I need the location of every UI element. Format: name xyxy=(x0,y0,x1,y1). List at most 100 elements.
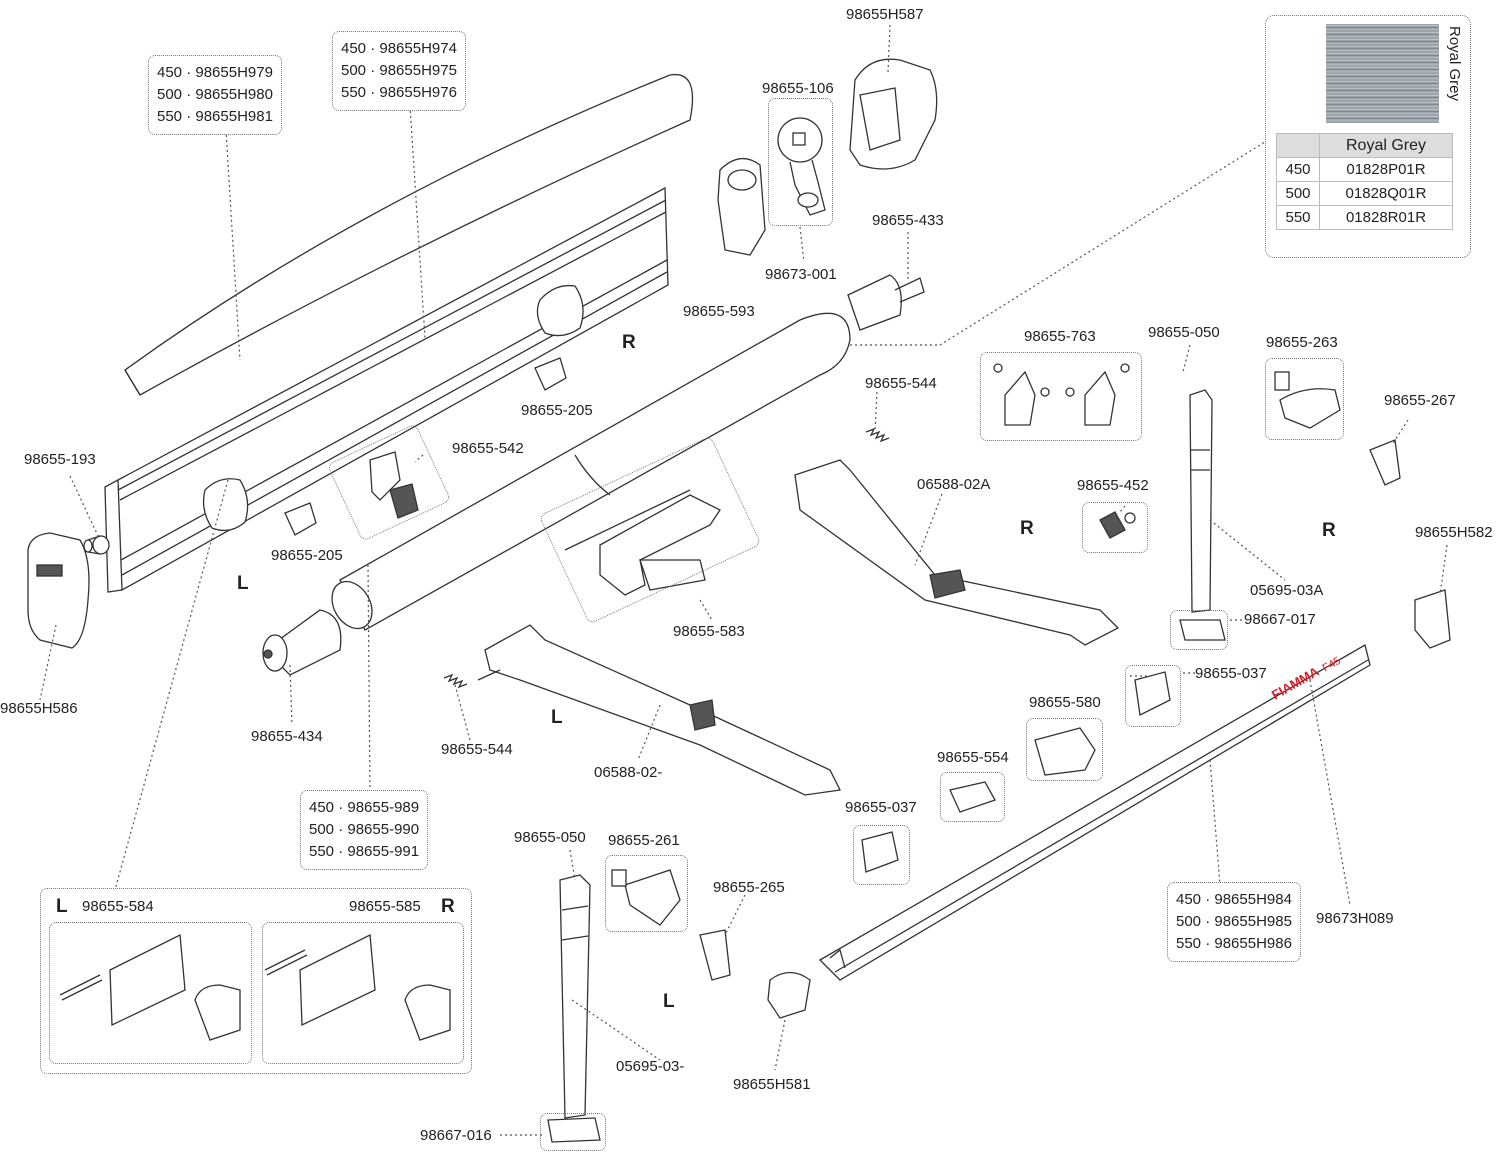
box-98655-584 xyxy=(49,922,252,1064)
table-row: 450 01828P01R xyxy=(1276,157,1453,182)
label-98655-261: 98655-261 xyxy=(608,832,680,849)
box-98655-585 xyxy=(262,922,464,1064)
side-marker-r: R xyxy=(1020,518,1034,539)
label-98655H582: 98655H582 xyxy=(1415,524,1493,541)
arm-right xyxy=(794,459,1120,646)
box-98655-763 xyxy=(980,352,1142,441)
tube-code-450: 450 · 98655-989 xyxy=(309,799,420,816)
leg-right xyxy=(1179,389,1226,641)
label-98655H581: 98655H581 xyxy=(733,1076,811,1093)
box-98667-016 xyxy=(540,1113,606,1151)
front-bar xyxy=(818,644,1371,981)
latch-554 xyxy=(949,781,996,813)
fabric-code: 01828Q01R xyxy=(1319,181,1453,206)
case-code-500: 500 · 98655H975 xyxy=(341,62,457,79)
label-06588-02-: 06588-02- xyxy=(594,764,663,781)
side-marker-r: R xyxy=(1322,520,1336,541)
box-98655-261 xyxy=(605,855,688,932)
label-98655-205-a: 98655-205 xyxy=(521,402,593,419)
leg-left xyxy=(547,874,601,1143)
box-98655-106 xyxy=(768,98,833,226)
kit-585-parts xyxy=(264,933,451,1041)
label-98673H089: 98673H089 xyxy=(1316,910,1394,927)
label-98655-763: 98655-763 xyxy=(1024,328,1096,345)
front-bar-code-500: 500 · 98655H985 xyxy=(1176,913,1292,930)
label-98655-585: 98655-585 xyxy=(349,898,421,915)
table-row: 500 01828Q01R xyxy=(1276,181,1453,206)
label-98655-193: 98655-193 xyxy=(24,451,96,468)
tube-code-550: 550 · 98655-991 xyxy=(309,843,420,860)
label-06588-02A: 06588-02A xyxy=(917,476,991,493)
cover-code-550: 550 · 98655H981 xyxy=(157,108,273,125)
label-98655-037-b: 98655-037 xyxy=(845,799,917,816)
bracket-261 xyxy=(611,869,681,926)
clip-037-right xyxy=(1134,671,1171,716)
fabric-size: 550 xyxy=(1276,205,1320,230)
side-marker-r: R xyxy=(441,896,455,917)
cover-profile xyxy=(124,73,694,396)
clip-205-b xyxy=(284,502,317,536)
box-bottom-kits xyxy=(40,888,472,1074)
label-98655-542: 98655-542 xyxy=(452,440,524,457)
label-98655-544-b: 98655-544 xyxy=(441,741,513,758)
label-98655H586: 98655H586 xyxy=(0,700,78,717)
label-98655-584: 98655-584 xyxy=(82,898,154,915)
label-98667-017: 98667-017 xyxy=(1244,611,1316,628)
bracket-582 xyxy=(1414,589,1451,649)
spring-544-right xyxy=(865,427,890,443)
label-05695-03-: 05695-03- xyxy=(616,1058,685,1075)
label-98655-544-a: 98655-544 xyxy=(865,375,937,392)
side-marker-l: L xyxy=(663,991,675,1012)
hook-267 xyxy=(1369,439,1401,486)
box-98655-452 xyxy=(1082,502,1148,553)
hinge-763 xyxy=(993,363,1130,426)
label-98655-265: 98655-265 xyxy=(713,879,785,896)
fabric-code: 01828R01R xyxy=(1319,205,1453,230)
tube-size-codes: 450 · 98655-989 500 · 98655-990 550 · 98… xyxy=(300,790,429,870)
label-98655-205-b: 98655-205 xyxy=(271,547,343,564)
label-98655-554: 98655-554 xyxy=(937,749,1009,766)
knob-452 xyxy=(1099,511,1136,539)
label-98673-001: 98673-001 xyxy=(765,266,837,283)
bracket-263 xyxy=(1274,371,1341,429)
label-98655-106: 98655-106 xyxy=(762,80,834,97)
spring-544-left xyxy=(443,673,468,689)
side-marker-l: L xyxy=(551,707,563,728)
box-98655-037-left xyxy=(853,825,910,885)
label-98655-580: 98655-580 xyxy=(1029,694,1101,711)
label-98655-267: 98655-267 xyxy=(1384,392,1456,409)
fabric-table-corner xyxy=(1276,133,1320,158)
label-05695-03A: 05695-03A xyxy=(1250,582,1324,599)
crank-106 xyxy=(777,117,826,216)
box-98655-037-right xyxy=(1125,665,1181,727)
fabric-table-header: Royal Grey xyxy=(1319,133,1453,158)
fabric-size: 500 xyxy=(1276,181,1320,206)
cover-code-500: 500 · 98655H980 xyxy=(157,86,273,103)
case-endcap-left xyxy=(202,478,249,532)
fabric-size: 450 xyxy=(1276,157,1320,182)
plug-193 xyxy=(83,535,110,555)
box-98655-263 xyxy=(1265,358,1344,440)
label-98655-263: 98655-263 xyxy=(1266,334,1338,351)
end-cap-right xyxy=(849,58,938,170)
label-98655-050-a: 98655-050 xyxy=(1148,324,1220,341)
end-cap-left xyxy=(27,532,90,649)
fabric-table: Royal Grey 450 01828P01R 500 01828Q01R 5… xyxy=(1276,133,1453,230)
fabric-swatch xyxy=(1326,24,1439,123)
case-size-codes: 450 · 98655H974 500 · 98655H975 550 · 98… xyxy=(332,31,466,111)
leader-lines xyxy=(39,24,1448,1136)
kit-584-parts xyxy=(59,933,241,1041)
swatch-label: Royal Grey xyxy=(1446,26,1463,102)
front-bar-size-codes: 450 · 98655H984 500 · 98655H985 550 · 98… xyxy=(1167,882,1301,962)
box-98655-554 xyxy=(940,772,1005,822)
fabric-code: 01828P01R xyxy=(1319,157,1453,182)
clip-205-a xyxy=(534,357,567,391)
side-marker-l: L xyxy=(237,573,249,594)
label-98655-583: 98655-583 xyxy=(673,623,745,640)
case-endcap-right xyxy=(536,284,584,337)
case-code-450: 450 · 98655H974 xyxy=(341,40,457,57)
label-98655-433: 98655-433 xyxy=(872,212,944,229)
table-row: 550 01828R01R xyxy=(1276,205,1453,230)
label-98655-593: 98655-593 xyxy=(683,303,755,320)
